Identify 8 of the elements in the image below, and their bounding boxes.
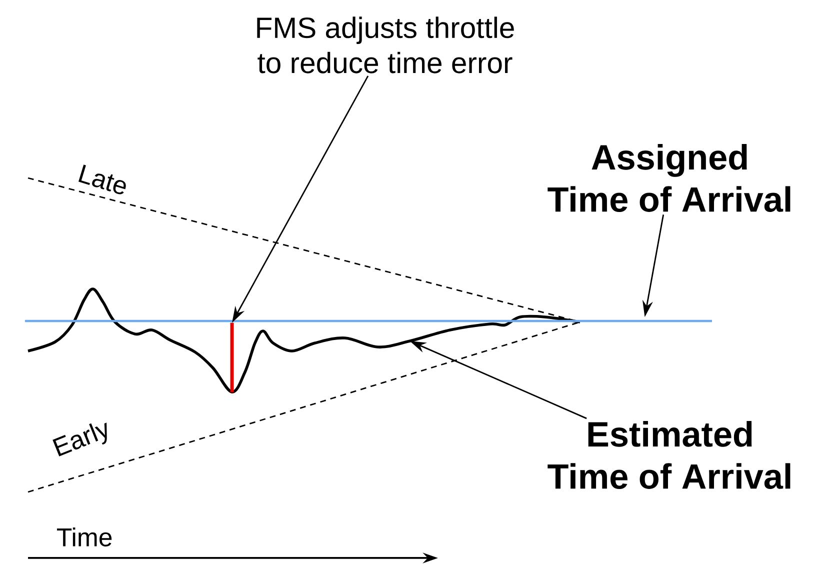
callout-text: Assigned Time of Arrival bbox=[548, 144, 790, 212]
boundary-label: Late bbox=[78, 164, 126, 194]
axis-label: Time bbox=[57, 528, 112, 546]
boundary-label: Early bbox=[52, 422, 107, 456]
assigned-time-line bbox=[25, 320, 712, 322]
estimated-time-curve bbox=[28, 288, 580, 394]
callout-text: Estimated Time of Arrival bbox=[548, 421, 790, 489]
callout-text: FMS adjusts throttle to reduce time error bbox=[257, 16, 514, 74]
